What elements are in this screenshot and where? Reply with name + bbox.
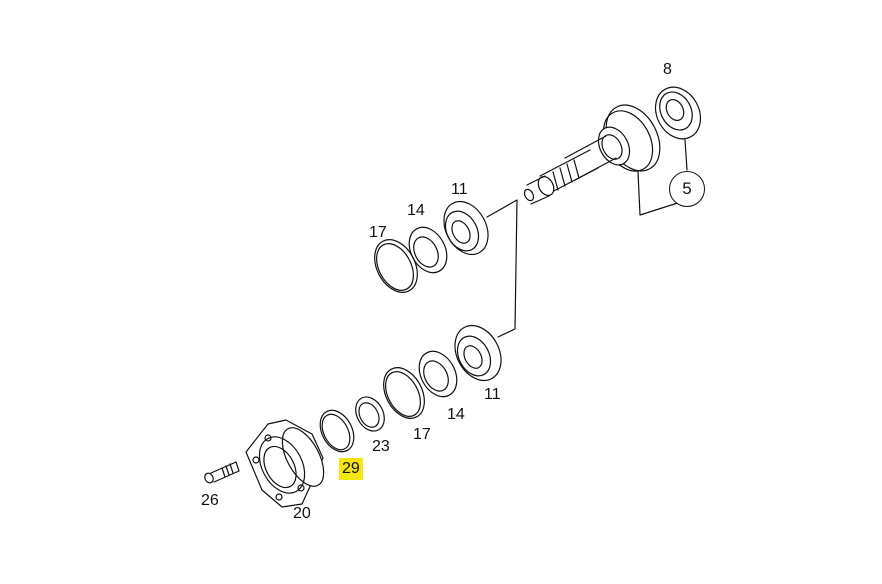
callout-29-highlighted[interactable]: 29 — [339, 458, 363, 480]
part-20-housing[interactable] — [245, 419, 332, 508]
part-26-bolt[interactable] — [203, 461, 240, 484]
part-29-snap-ring[interactable] — [313, 405, 360, 458]
callout-5[interactable]: 5 — [669, 171, 705, 207]
callout-17-lower[interactable]: 17 — [413, 426, 431, 443]
callout-5-leader — [637, 139, 688, 216]
part-14a-ring[interactable] — [402, 221, 455, 279]
callout-20[interactable]: 20 — [293, 505, 311, 522]
part-17b-ring[interactable] — [375, 361, 432, 426]
part-23-ring[interactable] — [350, 392, 390, 436]
part-11a-bearing[interactable] — [435, 194, 497, 262]
part-5-main-shaft[interactable] — [523, 96, 671, 205]
callout-23[interactable]: 23 — [372, 438, 390, 455]
callout-14-upper[interactable]: 14 — [407, 202, 425, 219]
part-11b-bearing[interactable] — [446, 318, 510, 389]
part-17a-ring[interactable] — [366, 232, 426, 299]
assembly-leader-line — [486, 199, 518, 338]
callout-8[interactable]: 8 — [663, 61, 672, 78]
callout-14-lower[interactable]: 14 — [447, 406, 465, 423]
part-14b-ring[interactable] — [412, 345, 465, 403]
callout-11-upper[interactable]: 11 — [451, 181, 468, 198]
callout-11-lower[interactable]: 11 — [484, 386, 501, 403]
callout-17-upper[interactable]: 17 — [369, 224, 387, 241]
part-8-bearing[interactable] — [647, 79, 709, 146]
callout-26[interactable]: 26 — [201, 492, 219, 509]
